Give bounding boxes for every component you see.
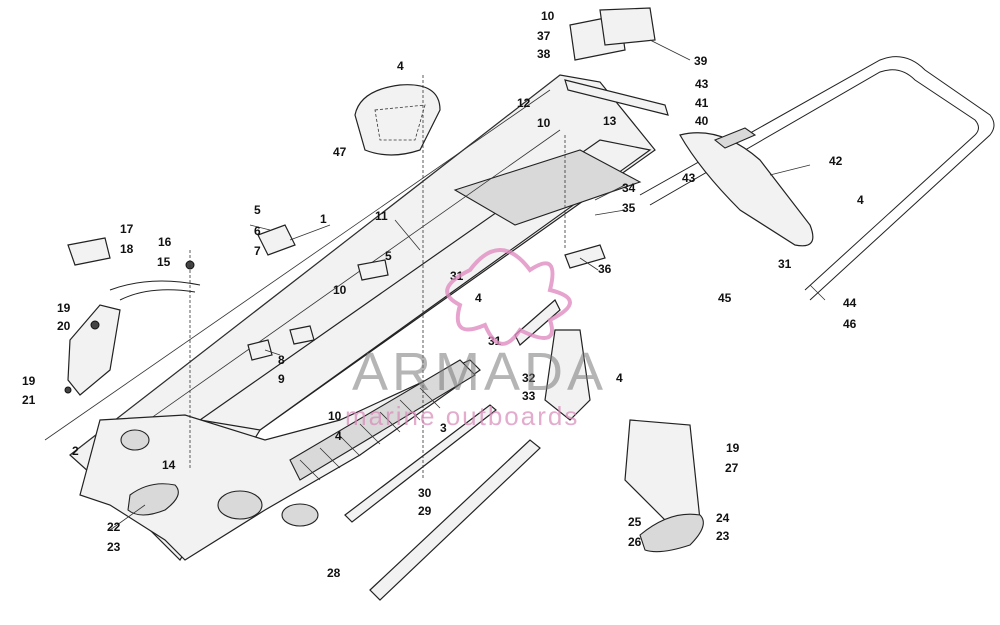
callout-17: 17	[120, 222, 134, 236]
callout-2: 2	[72, 444, 79, 458]
hitch-plates	[247, 224, 389, 361]
callout-39: 39	[694, 54, 708, 68]
rear-brackets	[564, 7, 669, 116]
support-brace	[514, 299, 591, 421]
callout-16: 16	[158, 235, 172, 249]
callout-31c: 31	[778, 257, 792, 271]
callout-46: 46	[843, 317, 857, 331]
callout-44: 44	[843, 296, 857, 310]
callout-19c: 19	[726, 441, 740, 455]
callout-21: 21	[22, 393, 36, 407]
callout-23a: 23	[107, 540, 121, 554]
callout-4d: 4	[616, 371, 623, 385]
callout-45: 45	[718, 291, 732, 305]
callout-12: 12	[517, 96, 531, 110]
callout-41: 41	[695, 96, 709, 110]
callout-4e: 4	[857, 193, 864, 207]
callout-19a: 19	[57, 301, 71, 315]
callout-35: 35	[622, 201, 636, 215]
callout-33: 33	[522, 389, 536, 403]
callout-28: 28	[327, 566, 341, 580]
callout-10b: 10	[541, 9, 555, 23]
callout-13: 13	[603, 114, 617, 128]
callout-34: 34	[622, 181, 636, 195]
bottom-pad	[127, 483, 179, 516]
callout-5a: 5	[254, 203, 261, 217]
callout-23b: 23	[716, 529, 730, 543]
callout-25: 25	[628, 515, 642, 529]
callout-10a: 10	[333, 283, 347, 297]
callout-4a: 4	[397, 59, 404, 73]
seat-pad	[354, 84, 441, 156]
callout-42: 42	[829, 154, 843, 168]
callout-43b: 43	[682, 171, 696, 185]
callout-14: 14	[162, 458, 176, 472]
callout-37: 37	[537, 29, 551, 43]
running-board-rails	[344, 404, 541, 601]
callout-40: 40	[695, 114, 709, 128]
leader-lines	[109, 39, 826, 531]
callout-43a: 43	[695, 77, 709, 91]
callout-36: 36	[598, 262, 612, 276]
bracket-plate	[564, 244, 606, 269]
callout-7: 7	[254, 244, 261, 258]
watermark-tagline: marine outboards	[345, 401, 579, 431]
callout-6: 6	[254, 224, 261, 238]
side-panel	[79, 359, 481, 561]
watermark-logo	[445, 248, 572, 346]
callout-1: 1	[320, 212, 327, 226]
callout-27: 27	[725, 461, 739, 475]
callout-38: 38	[537, 47, 551, 61]
callout-24: 24	[716, 511, 730, 525]
callout-labels: 1 2 3 4 5 6 7 8 9 10 11 12 13 14 15 16 1…	[22, 9, 864, 580]
front-bracket	[64, 237, 201, 396]
callout-15: 15	[157, 255, 171, 269]
callout-10d: 10	[328, 409, 342, 423]
callout-11: 11	[375, 209, 388, 223]
callout-29: 29	[418, 504, 432, 518]
callout-18: 18	[120, 242, 134, 256]
callout-19b: 19	[22, 374, 36, 388]
callout-3: 3	[440, 421, 447, 435]
watermark-brand: ARMADA	[352, 342, 607, 402]
rear-light-housing	[679, 127, 814, 247]
callout-9: 9	[278, 372, 285, 386]
callout-5b: 5	[385, 249, 392, 263]
callout-32: 32	[522, 371, 536, 385]
rear-bumper	[639, 56, 995, 301]
callout-20: 20	[57, 319, 71, 333]
callout-8: 8	[278, 353, 285, 367]
footrest-plate	[624, 419, 704, 553]
callout-4b: 4	[475, 291, 482, 305]
callout-4c: 4	[335, 429, 342, 443]
callout-22: 22	[107, 520, 121, 534]
callout-47: 47	[333, 145, 347, 159]
callout-10c: 10	[537, 116, 551, 130]
watermark: ARMADA marine outboards	[345, 248, 607, 431]
callout-26: 26	[628, 535, 642, 549]
callout-30: 30	[418, 486, 432, 500]
